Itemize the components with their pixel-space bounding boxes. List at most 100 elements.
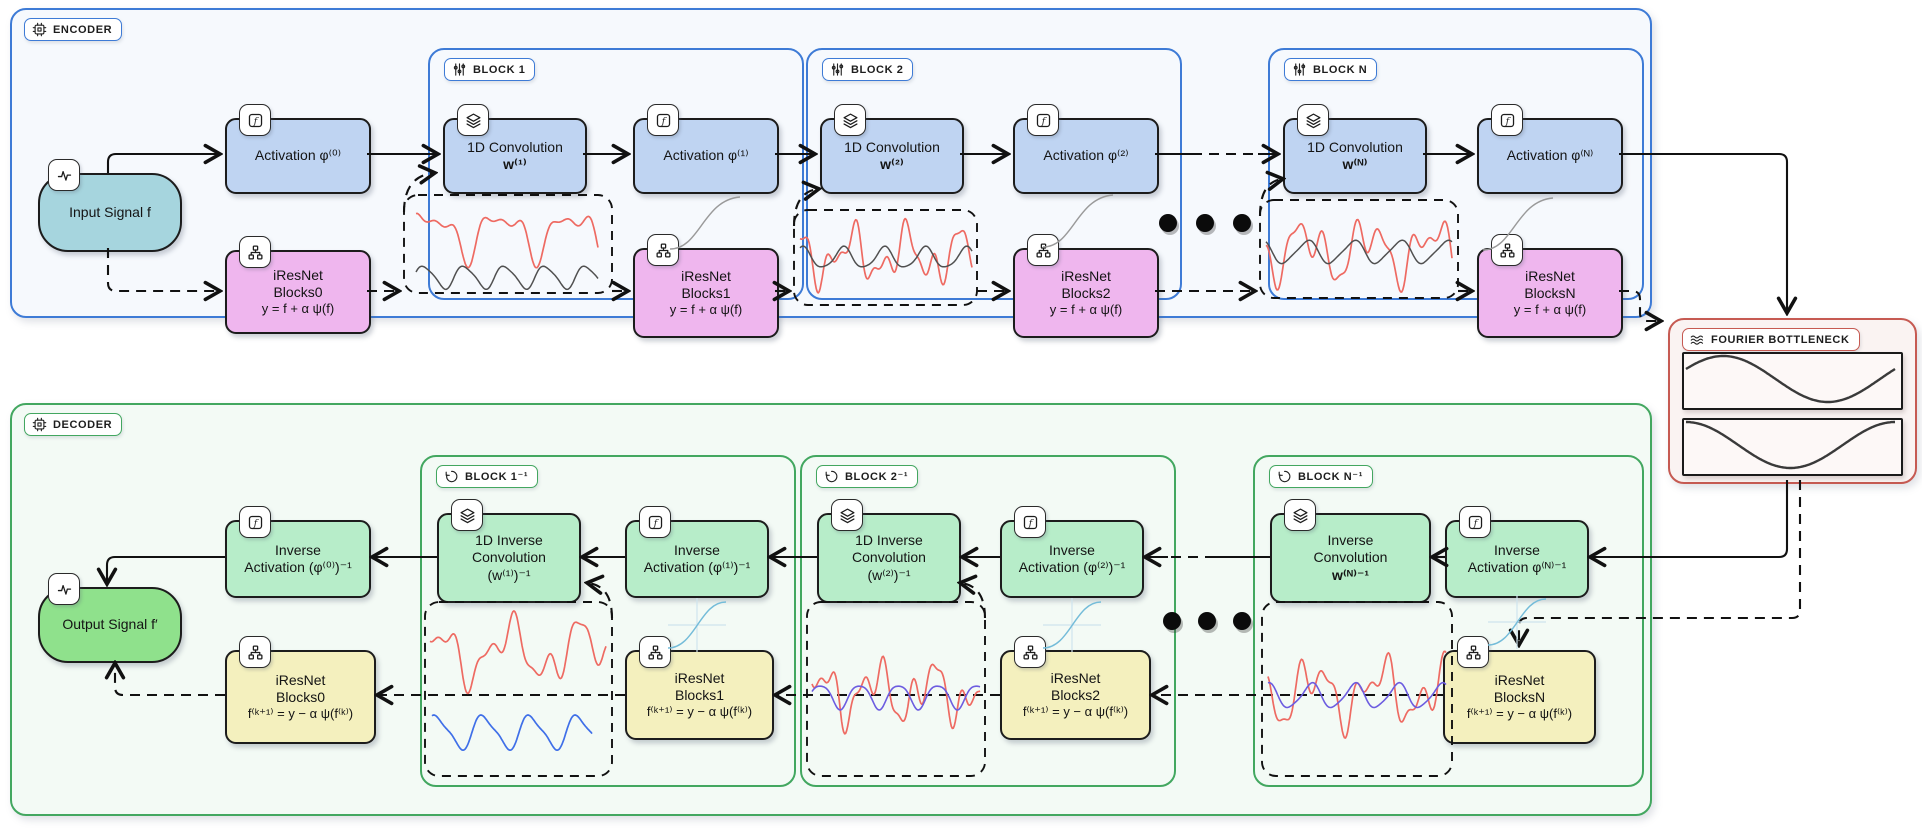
layers-icon [834,104,866,136]
decoder-label: DECODER [53,418,113,431]
activation2-node: f Activation φ⁽²⁾ [1013,104,1159,194]
cpu-icon [32,417,47,432]
node-label: Convolution [852,549,926,566]
activationn-node: f Activation φ⁽ᴺ⁾ [1477,104,1623,194]
svg-text:f: f [1027,517,1033,528]
rotate-ccw-icon [444,469,459,484]
rotate-ccw-icon [824,469,839,484]
block-label: BLOCK N⁻¹ [1298,471,1363,483]
node-label: (w⁽²⁾)⁻¹ [867,566,911,583]
iresnet2-node: iResNet Blocks2 y = f + α ψ(f) [1013,234,1159,338]
inverse-activation1-node: f Inverse Activation (φ⁽¹⁾)⁻¹ [625,506,769,598]
inverse-activationn-node: f Inverse Activation φ⁽ᴺ⁾⁻¹ [1445,506,1589,598]
node-label: Activation (φ⁽²⁾)⁻¹ [1018,559,1126,575]
node-formula: f⁽ᵏ⁺¹⁾ = y − α ψ(f⁽ᵏ⁾) [1466,706,1573,722]
node-label: Inverse [275,541,321,558]
node-label: BlocksN [1524,284,1576,301]
iresnetn-node: iResNet BlocksN y = f + α ψ(f) [1477,234,1623,338]
input-signal-node: Input Signal f [38,159,182,252]
node-label: Blocks2 [1050,686,1101,703]
layers-icon [831,499,863,531]
node-label: Blocks1 [674,686,725,703]
node-label: Activation (φ⁽⁰⁾)⁻¹ [244,559,352,575]
layers-icon [451,499,483,531]
activation0-node: f Activation φ⁽⁰⁾ [225,104,371,194]
node-label: iResNet [681,267,731,284]
layers-icon [457,104,489,136]
blockn-inv-label-chip: BLOCK N⁻¹ [1269,465,1373,488]
svg-text:f: f [1472,517,1478,528]
svg-text:f: f [1040,115,1046,126]
output-signal-label: Output Signal f′ [62,616,158,633]
svg-text:f: f [252,115,258,126]
node-formula: f⁽ᵏ⁺¹⁾ = y − α ψ(f⁽ᵏ⁾) [247,706,354,722]
waves-icon [1690,332,1705,347]
block1-inv-label-chip: BLOCK 1⁻¹ [436,465,539,488]
bottleneck-label: FOURIER BOTTLENECK [1711,333,1850,346]
inverse-convn-node: Inverse Convolution w⁽ᴺ⁾⁻¹ [1270,499,1431,603]
function-icon: f [239,506,271,538]
inverse-conv1-node: 1D Inverse Convolution (w⁽¹⁾)⁻¹ [437,499,581,603]
block-label: BLOCK 1 [473,63,526,76]
svg-text:f: f [652,517,658,528]
function-icon: f [1014,506,1046,538]
node-label: w⁽¹⁾ [503,156,527,172]
svg-text:f: f [660,115,666,126]
inverse-activation0-node: f Inverse Activation (φ⁽⁰⁾)⁻¹ [225,506,371,598]
inverse-conv2-node: 1D Inverse Convolution (w⁽²⁾)⁻¹ [817,499,961,603]
node-label: 1D Inverse [475,531,543,548]
node-label: Inverse [1494,541,1540,558]
inverse-activation2-node: f Inverse Activation (φ⁽²⁾)⁻¹ [1000,506,1144,598]
function-icon: f [239,104,271,136]
node-label: Blocks0 [273,283,323,300]
blockn-label-chip: BLOCK N [1284,58,1378,81]
node-label: 1D Convolution [467,138,563,155]
node-formula: y = f + α ψ(f) [1513,302,1587,318]
node-label: Activation φ⁽ᴺ⁾ [1506,147,1594,164]
activity-icon [48,159,80,191]
network-icon [1457,636,1489,668]
node-formula: f⁽ᵏ⁺¹⁾ = y − α ψ(f⁽ᵏ⁾) [646,704,753,720]
node-label: Inverse [674,541,720,558]
network-icon [1027,234,1059,266]
sliders-icon [1292,62,1307,77]
layers-icon [1284,499,1316,531]
activation1-node: f Activation φ⁽¹⁾ [633,104,779,194]
layers-icon [1297,104,1329,136]
node-label: Convolution [1313,549,1388,566]
node-label: Activation φ⁽⁰⁾ [254,147,342,164]
sliders-icon [830,62,845,77]
convn-node: 1D Convolution w⁽ᴺ⁾ [1283,104,1427,194]
inverse-iresnetn-node: iResNet BlocksN f⁽ᵏ⁺¹⁾ = y − α ψ(f⁽ᵏ⁾) [1443,636,1596,744]
node-label: BlocksN [1493,688,1546,705]
svg-text:f: f [252,517,258,528]
node-label: Blocks2 [1061,284,1111,301]
block-label: BLOCK N [1313,63,1368,76]
rotate-ccw-icon [1277,469,1292,484]
function-icon: f [1027,104,1059,136]
node-label: iResNet [674,669,725,686]
decoder-block-1: BLOCK 1⁻¹ [420,455,796,787]
network-icon [1491,234,1523,266]
node-formula: y = f + α ψ(f) [261,301,335,317]
inverse-iresnet2-node: iResNet Blocks2 f⁽ᵏ⁺¹⁾ = y − α ψ(f⁽ᵏ⁾) [1000,636,1151,740]
node-label: w⁽ᴺ⁾⁻¹ [1331,566,1370,583]
node-label: Inverse [1327,531,1374,548]
cpu-icon [32,22,47,37]
node-label: (w⁽¹⁾)⁻¹ [487,566,531,583]
conv2-node: 1D Convolution w⁽²⁾ [820,104,964,194]
node-label: Blocks1 [681,284,731,301]
network-icon [1014,636,1046,668]
block1-label-chip: BLOCK 1 [444,58,536,81]
block2-inv-label-chip: BLOCK 2⁻¹ [816,465,919,488]
node-label: w⁽²⁾ [880,156,904,172]
node-label: 1D Inverse [855,531,923,548]
function-icon: f [1491,104,1523,136]
inverse-iresnet0-node: iResNet Blocks0 f⁽ᵏ⁺¹⁾ = y − α ψ(f⁽ᵏ⁾) [225,636,376,744]
node-label: Activation φ⁽ᴺ⁾⁻¹ [1467,559,1567,575]
node-label: iResNet [273,266,323,283]
node-label: iResNet [1525,267,1575,284]
block-label: BLOCK 1⁻¹ [465,471,529,483]
network-icon [639,636,671,668]
